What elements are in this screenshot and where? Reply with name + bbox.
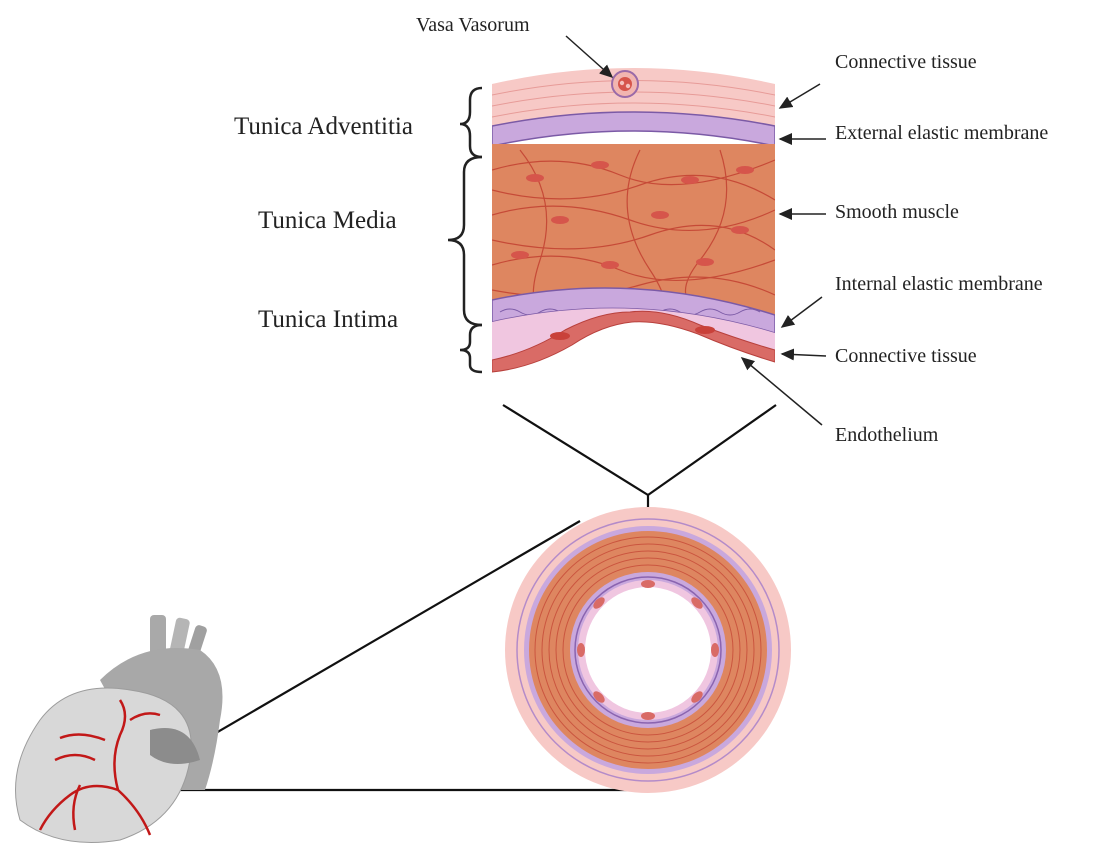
label-connective-tissue-outer: Connective tissue: [835, 51, 977, 73]
label-tunica-intima: Tunica Intima: [258, 306, 398, 333]
brace-media: [448, 157, 482, 325]
label-tunica-media: Tunica Media: [258, 207, 397, 234]
artery-wall-section: [492, 68, 775, 372]
label-vasa-vasorum: Vasa Vasorum: [416, 14, 530, 36]
layer-braces: [448, 88, 482, 372]
heart-illustration: [16, 615, 223, 843]
brace-adventitia: [460, 88, 482, 157]
label-external-elastic-membrane: External elastic membrane: [835, 122, 1048, 144]
arrow-endothelium: [742, 358, 822, 425]
label-connective-tissue-inner: Connective tissue: [835, 345, 977, 367]
vasa-vasorum-vessel: [612, 71, 638, 97]
artery-cross-section: [505, 507, 791, 793]
label-tunica-adventitia: Tunica Adventitia: [234, 113, 413, 140]
brace-intima: [460, 325, 482, 372]
arrow-internal-elastic: [782, 297, 822, 327]
label-smooth-muscle: Smooth muscle: [835, 201, 959, 223]
label-internal-elastic-membrane: Internal elastic membrane: [835, 273, 1043, 295]
label-endothelium: Endothelium: [835, 424, 939, 446]
arrow-connective-tissue-inner: [782, 354, 826, 356]
arrow-connective-tissue-outer: [780, 84, 820, 108]
